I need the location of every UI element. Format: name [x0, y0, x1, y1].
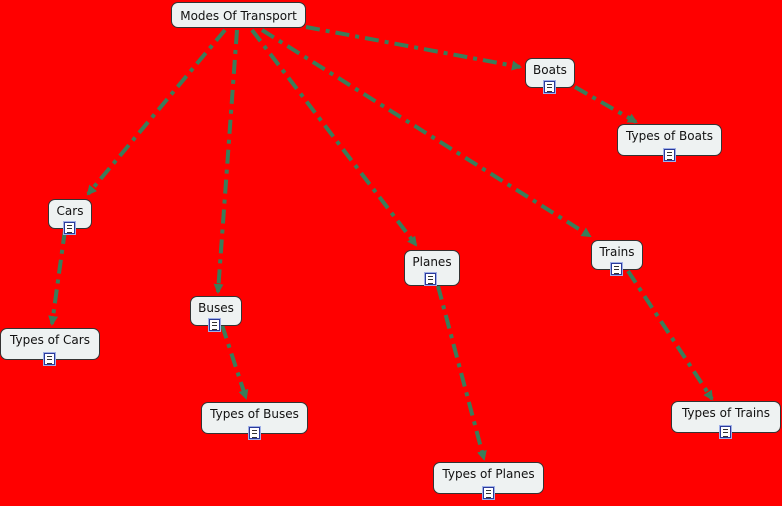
- node-label: Buses: [198, 301, 234, 315]
- document-icon[interactable]: [43, 352, 56, 366]
- node-label: Trains: [599, 245, 635, 259]
- node-types-of-cars[interactable]: Types of Cars: [0, 328, 100, 366]
- document-icon[interactable]: [248, 426, 261, 440]
- link-cars-to-types_cars: [48, 229, 67, 326]
- document-icon[interactable]: [663, 148, 676, 162]
- document-icon[interactable]: [482, 486, 495, 500]
- node-buses[interactable]: Buses: [190, 296, 242, 332]
- link-modes-to-cars: [86, 28, 227, 196]
- document-icon[interactable]: [63, 221, 76, 235]
- document-icon[interactable]: [610, 262, 623, 276]
- node-label: Cars: [56, 204, 84, 218]
- node-cars[interactable]: Cars: [48, 199, 92, 235]
- document-icon[interactable]: [719, 425, 732, 439]
- node-types-of-buses[interactable]: Types of Buses: [201, 402, 308, 440]
- node-label: Boats: [533, 63, 567, 77]
- node-trains[interactable]: Trains: [591, 240, 643, 276]
- node-label: Types of Boats: [626, 129, 713, 143]
- node-boats[interactable]: Boats: [525, 58, 575, 94]
- node-label: Types of Trains: [681, 406, 771, 420]
- document-icon[interactable]: [543, 80, 556, 94]
- link-planes-to-types_planes: [436, 285, 487, 461]
- node-types-of-trains[interactable]: Types of Trains: [671, 401, 781, 439]
- node-label: Types of Planes: [442, 467, 535, 481]
- link-modes-to-buses: [213, 29, 239, 294]
- node-label: Modes Of Transport: [180, 9, 297, 23]
- node-label: Planes: [412, 255, 452, 269]
- link-trains-to-types_trains: [626, 269, 714, 401]
- link-buses-to-types_buses: [220, 324, 249, 400]
- link-modes-to-boats: [305, 25, 522, 71]
- link-boats-to-types_boats: [574, 85, 638, 124]
- node-label: Types of Buses: [210, 407, 299, 421]
- node-label: Types of Cars: [10, 333, 90, 347]
- link-modes-to-planes: [250, 28, 418, 247]
- node-modes-of-transport[interactable]: Modes Of Transport: [171, 2, 306, 28]
- node-types-of-planes[interactable]: Types of Planes: [433, 462, 544, 500]
- node-planes[interactable]: Planes: [404, 250, 460, 286]
- document-icon[interactable]: [208, 318, 221, 332]
- node-types-of-boats[interactable]: Types of Boats: [617, 124, 722, 162]
- document-icon[interactable]: [424, 272, 437, 286]
- link-modes-to-trains: [260, 28, 592, 238]
